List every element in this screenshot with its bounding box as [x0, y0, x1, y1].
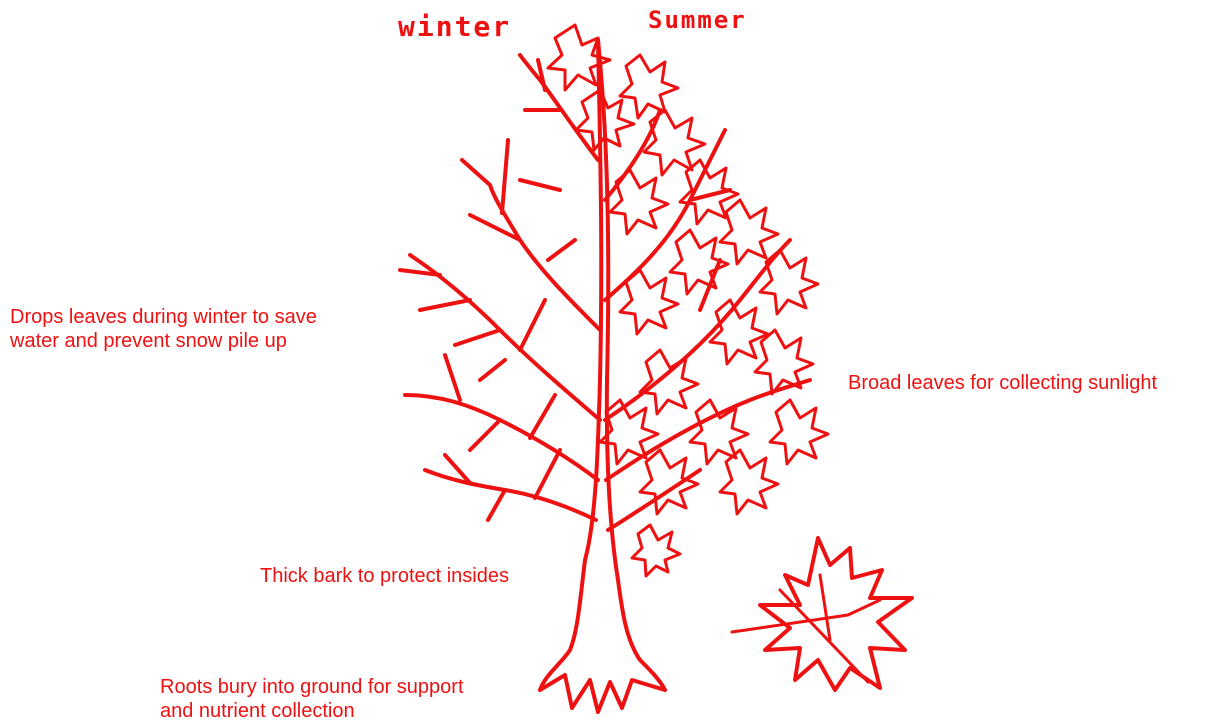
maple-leaf-icon — [732, 538, 912, 690]
winter-branches — [400, 55, 600, 520]
summer-leaves — [548, 25, 828, 576]
